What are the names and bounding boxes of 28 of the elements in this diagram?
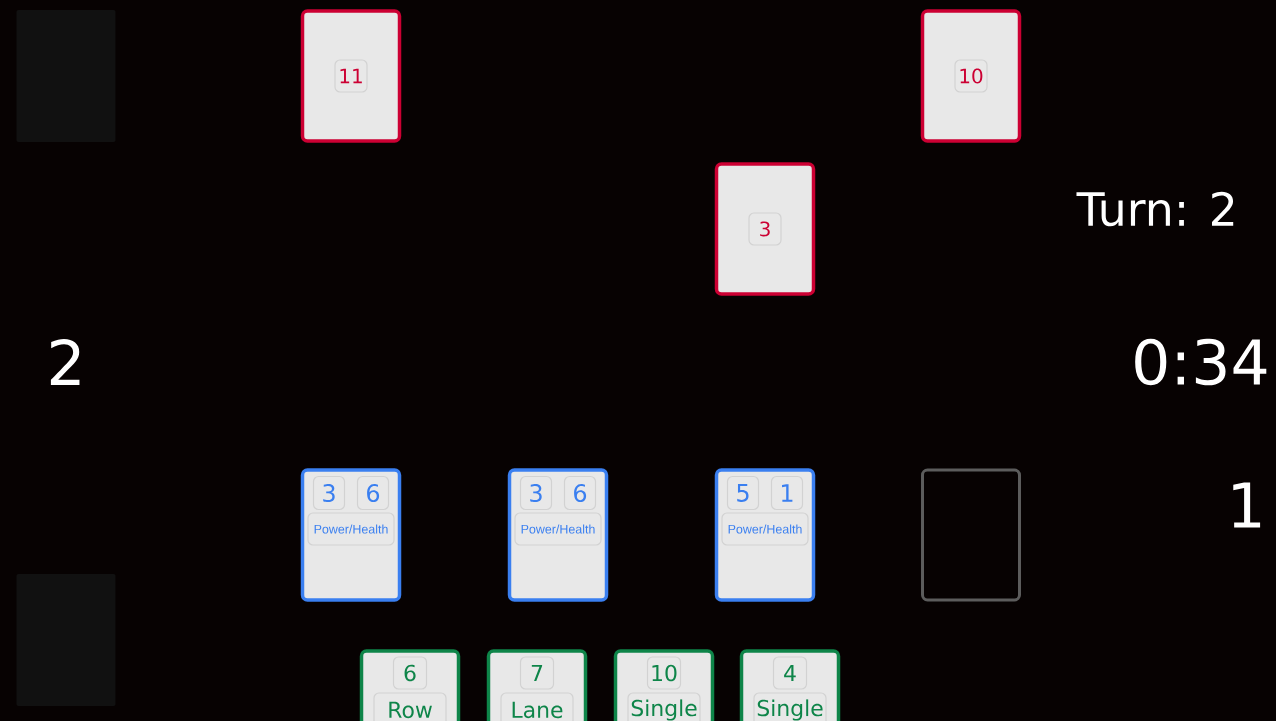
value-chip: Row — [373, 692, 447, 721]
value-chip: Power/Health — [307, 512, 395, 546]
value-chip: 3 — [748, 212, 782, 246]
value-chip: 1 — [770, 475, 804, 511]
score: 2 — [50, 339, 80, 385]
value-chip: Power/Health — [514, 512, 602, 546]
value-chip: 10 — [646, 656, 682, 690]
turn-counter: Turn: 2 — [1076, 191, 1234, 227]
card — [300, 9, 402, 143]
score: 1 — [1233, 482, 1261, 528]
value-chip: 6 — [563, 475, 597, 511]
card — [714, 162, 816, 296]
value-chip: 7 — [519, 656, 555, 690]
card — [920, 9, 1022, 143]
timer: 0:34 — [1135, 338, 1267, 386]
value-chip: Lane — [500, 692, 574, 721]
value-chip: Single — [753, 692, 827, 721]
value-chip: 6 — [356, 475, 390, 511]
value-chip: 3 — [519, 475, 553, 511]
empty-card-slot — [921, 468, 1021, 602]
value-chip: 3 — [312, 475, 346, 511]
value-chip: 4 — [772, 656, 808, 690]
value-chip: 5 — [726, 475, 760, 511]
value-chip: 11 — [334, 59, 368, 93]
value-chip: Power/Health — [721, 512, 809, 546]
value-chip: Single — [627, 692, 701, 721]
value-chip: 10 — [954, 59, 988, 93]
value-chip: 6 — [392, 656, 428, 690]
